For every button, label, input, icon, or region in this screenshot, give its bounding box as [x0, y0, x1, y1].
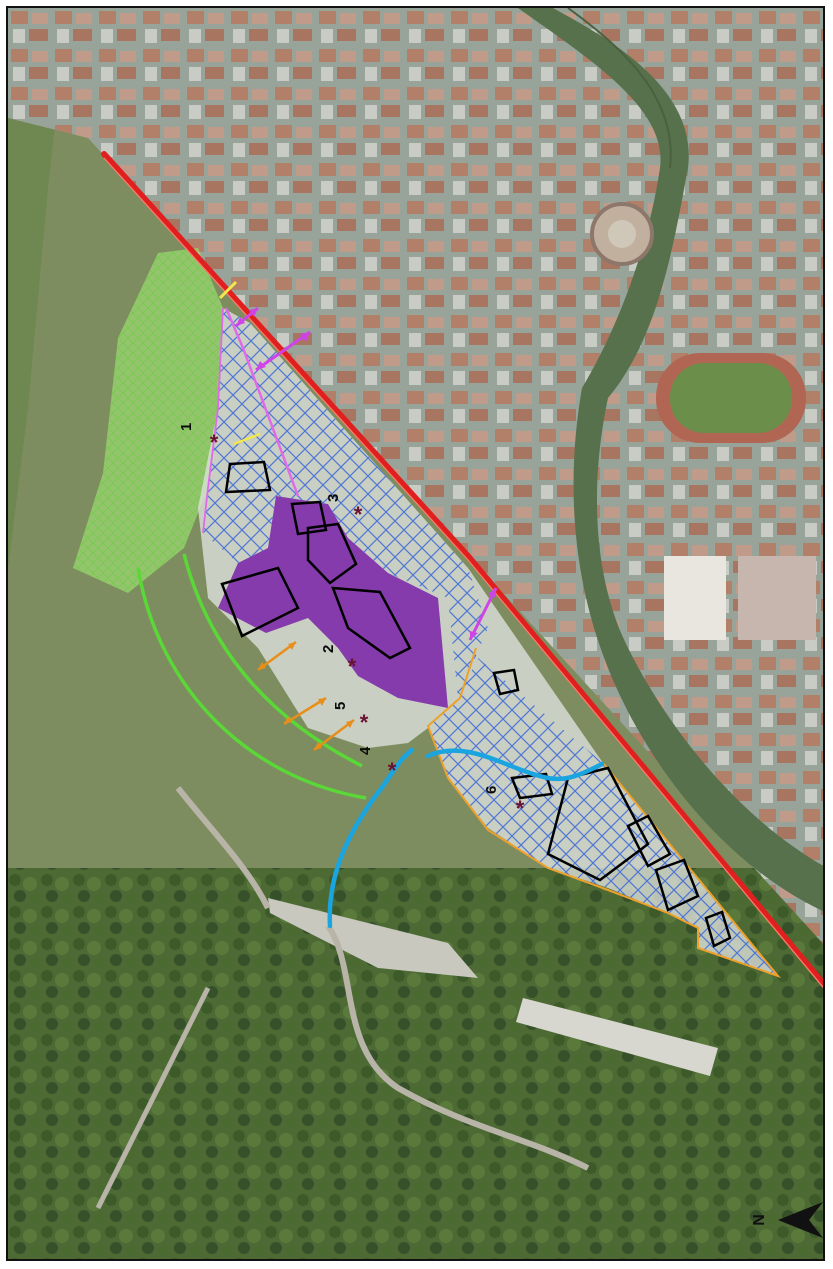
marker-1-asterisk: * [210, 430, 219, 455]
marker-2[interactable]: * 2 [320, 645, 357, 679]
road-junction [268, 898, 478, 978]
building-outline-2 [290, 500, 328, 536]
green-zone-hatch [73, 248, 223, 593]
yellow-marker-line-1 [218, 280, 238, 300]
orange-arrow-3-head [346, 720, 354, 728]
pink-arrow-3 [468, 587, 498, 641]
marker-4-label: 4 [357, 746, 374, 755]
green-arc-1 [182, 553, 363, 768]
stream-branch [425, 748, 605, 782]
building-outline-11 [704, 910, 732, 948]
railway-line [101, 151, 823, 988]
blue-hatch-zone-north [203, 308, 488, 698]
orange-arrow-1-tail [258, 662, 266, 670]
marker-4[interactable]: * 4 [357, 746, 397, 783]
building-outline-4 [331, 586, 412, 660]
orange-arrow-1-head [288, 642, 296, 650]
road-2 [175, 786, 271, 910]
quarry-strip [516, 998, 718, 1076]
north-arrow-icon [778, 1202, 823, 1238]
pink-arrow-2-head [300, 332, 310, 342]
orange-arrow-3 [313, 719, 355, 751]
marker-2-label: 2 [320, 645, 337, 653]
pink-boundary [224, 307, 300, 497]
marker-2-asterisk: * [348, 654, 357, 679]
blue-hatch-zone-south [428, 658, 778, 976]
road [325, 924, 590, 1171]
marker-3-asterisk: * [354, 502, 363, 527]
orange-arrow-2-tail [284, 716, 292, 724]
building-outline-8 [546, 766, 650, 882]
purple-zone [218, 496, 448, 708]
pink-arrow-2-tail [256, 361, 266, 370]
map-canvas[interactable]: * 1 * 2 * 3 * 4 * 5 * 6 N [8, 8, 825, 1261]
river [518, 8, 823, 912]
orange-boundary [426, 647, 782, 979]
pink-boundary-west [202, 307, 224, 534]
marker-6[interactable]: * 6 [483, 786, 525, 821]
pink-arrow-1-head [249, 308, 258, 317]
marker-3-label: 3 [325, 494, 342, 502]
pink-arrow-2 [255, 330, 311, 372]
building-outline-3 [306, 522, 358, 585]
pink-arrow-1-tail [236, 317, 245, 326]
map-frame: * 1 * 2 * 3 * 4 * 5 * 6 N [6, 6, 825, 1261]
orange-arrow-2-head [318, 698, 326, 706]
marker-5[interactable]: * 5 [332, 702, 369, 735]
marker-1[interactable]: * 1 [178, 423, 219, 455]
north-arrow: N [751, 1202, 823, 1238]
river-bank [567, 8, 672, 169]
marker-1-label: 1 [178, 423, 195, 431]
pink-arrow-3-tail [470, 631, 478, 640]
stream-main [327, 747, 415, 929]
building-outline-6 [492, 668, 520, 696]
road-3 [95, 986, 211, 1210]
north-arrow-label: N [751, 1214, 768, 1226]
bullring-arena [608, 220, 636, 248]
yellow-marker-line-2 [233, 432, 261, 446]
building-outline-5 [220, 566, 300, 638]
marker-5-label: 5 [332, 702, 349, 710]
pink-arrow-3-head [488, 588, 496, 598]
stadium-field [670, 363, 792, 433]
marker-5-asterisk: * [360, 710, 369, 735]
building-outline-1 [224, 460, 272, 494]
industrial-roof [664, 556, 726, 640]
orange-arrow-1 [257, 640, 297, 672]
west-slope [8, 8, 68, 568]
marker-6-asterisk: * [516, 796, 525, 821]
orange-arrow-2 [283, 696, 327, 726]
building-outline-9 [626, 814, 672, 868]
industrial-roof-2 [738, 556, 816, 640]
marker-3[interactable]: * 3 [325, 494, 363, 527]
marker-6-label: 6 [483, 786, 500, 794]
marker-4-asterisk: * [388, 758, 397, 783]
orange-arrow-3-tail [314, 742, 322, 750]
green-arc-2 [136, 567, 367, 800]
building-outline-10 [654, 858, 700, 912]
